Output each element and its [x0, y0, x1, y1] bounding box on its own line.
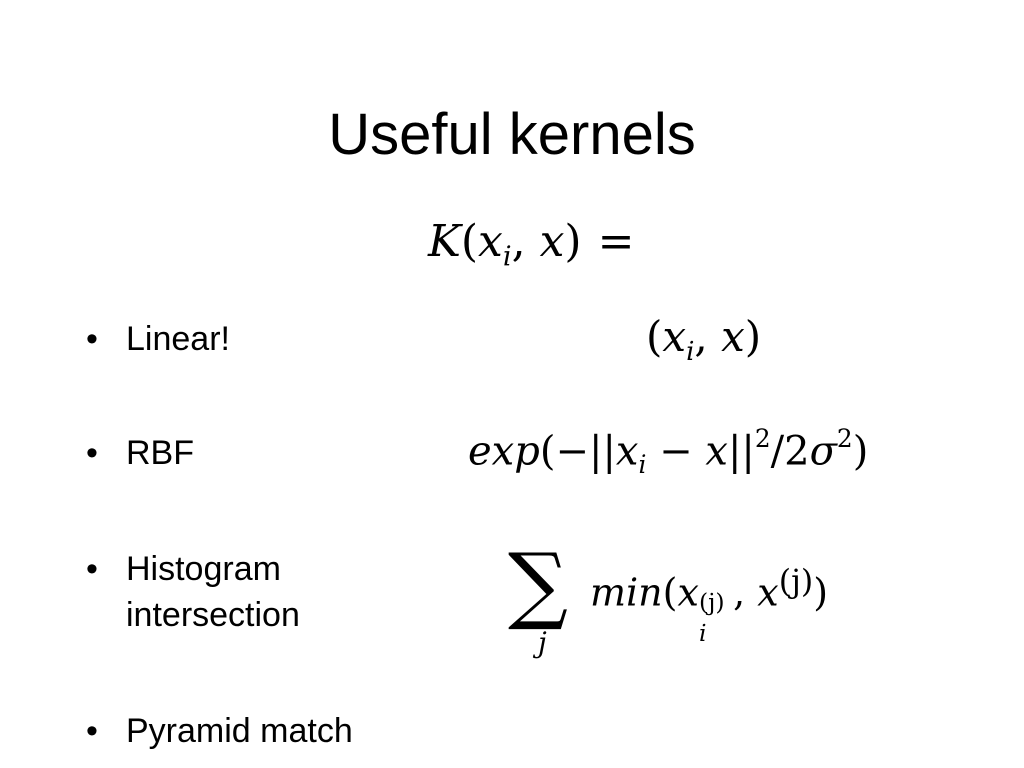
bullet-marker: • [86, 712, 98, 750]
formula-var: x [662, 312, 687, 361]
formula-exponent: 2 [754, 424, 771, 453]
formula-superscript: (j) [698, 588, 725, 616]
kernel-definition-formula: K(xi, x)= [428, 216, 634, 273]
formula-var: x [677, 570, 699, 615]
slide-title: Useful kernels [328, 102, 696, 167]
kernel-function-name: K [428, 216, 461, 267]
formula-subscript: i [686, 337, 695, 368]
bullet-label: RBF [126, 434, 194, 472]
histogram-kernel-formula: ∑ j min(x(j)i, x(j)) [508, 536, 918, 676]
formula-var: x [539, 216, 565, 267]
summation-symbol: ∑ [508, 535, 568, 633]
equals-sign: = [597, 216, 635, 267]
formula-subscript: i [698, 618, 707, 647]
close-paren: ) [564, 216, 582, 267]
bullet-marker: • [86, 434, 98, 472]
comma: , [511, 216, 540, 267]
bullet-marker: • [86, 320, 98, 358]
formula-subscript: i [502, 241, 512, 273]
bullet-label: Pyramid match [126, 712, 353, 750]
formula-var: x [721, 312, 745, 361]
formula-exponent: 2 [836, 424, 853, 453]
formula-var: x [615, 428, 639, 475]
rbf-kernel-formula: exp(−||xi − x||2/2σ2) [468, 424, 869, 480]
formula-sigma: σ [809, 428, 837, 475]
summation-index: j [538, 626, 547, 659]
bullet-label-line-2: intersection [126, 596, 300, 634]
formula-var: x [705, 428, 728, 475]
open-paren: ( [460, 216, 479, 267]
bullet-marker: • [86, 550, 98, 588]
formula-subscript: i [638, 450, 647, 480]
bullet-label-line-1: Histogram [126, 550, 281, 588]
formula-superscript: (j) [778, 564, 814, 600]
formula-var: x [757, 570, 779, 615]
formula-fn: min [590, 570, 663, 615]
linear-kernel-formula: (xi, x) [646, 312, 762, 368]
formula-var: x [478, 216, 503, 267]
histogram-kernel-expression: min(x(j)i, x(j)) [590, 564, 829, 647]
formula-fn: exp [468, 428, 540, 475]
bullet-label: Linear! [126, 320, 230, 358]
